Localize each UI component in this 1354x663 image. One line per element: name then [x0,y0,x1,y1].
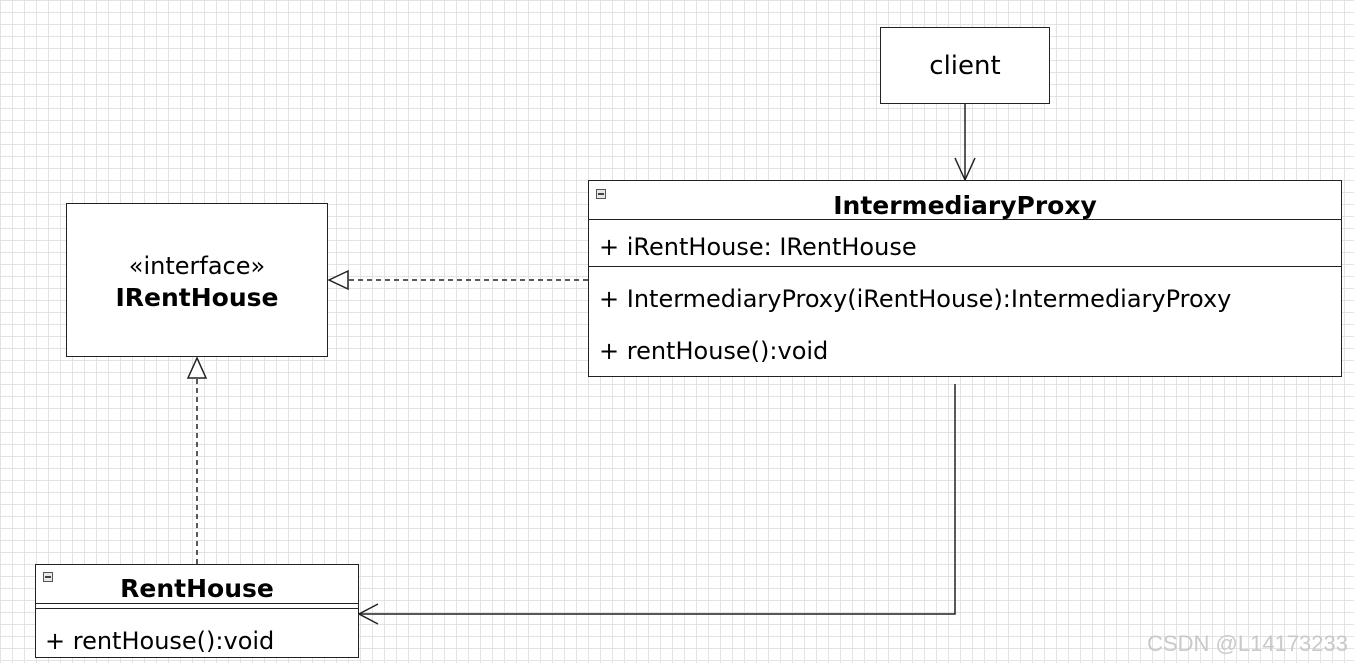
proxy-realization-arrow [327,269,588,291]
attributes-divider [36,608,358,609]
interface-stereotype: «interface» [128,252,266,280]
intermediary-proxy-class-box[interactable]: IntermediaryProxy + iRentHouse: IRentHou… [588,180,1342,377]
class-name-divider [36,603,358,604]
watermark: CSDN @L14173233 [1147,631,1348,656]
class-name: RentHouse [120,574,274,603]
collapse-icon[interactable] [596,189,606,199]
class-name-divider [589,219,1341,220]
client-label: client [929,51,1001,81]
proxy-to-renthouse-association [357,384,956,625]
attributes-divider [589,266,1341,267]
class-name: IntermediaryProxy [833,191,1097,220]
attribute-irenthouse: + iRentHouse: IRentHouse [599,233,917,261]
collapse-icon[interactable] [43,572,53,582]
operation-constructor: + IntermediaryProxy(iRentHouse):Intermed… [599,285,1232,313]
renthouse-realization-arrow [186,356,208,564]
renthouse-class-box[interactable]: RentHouse + rentHouse():void [35,564,359,658]
irenthouse-interface-box[interactable]: «interface» IRentHouse [66,203,328,357]
interface-name: IRentHouse [115,283,279,312]
operation-renthouse: + rentHouse():void [45,627,275,655]
operation-renthouse: + rentHouse():void [599,337,829,365]
client-to-proxy-association [954,104,976,182]
client-box[interactable]: client [880,27,1050,104]
